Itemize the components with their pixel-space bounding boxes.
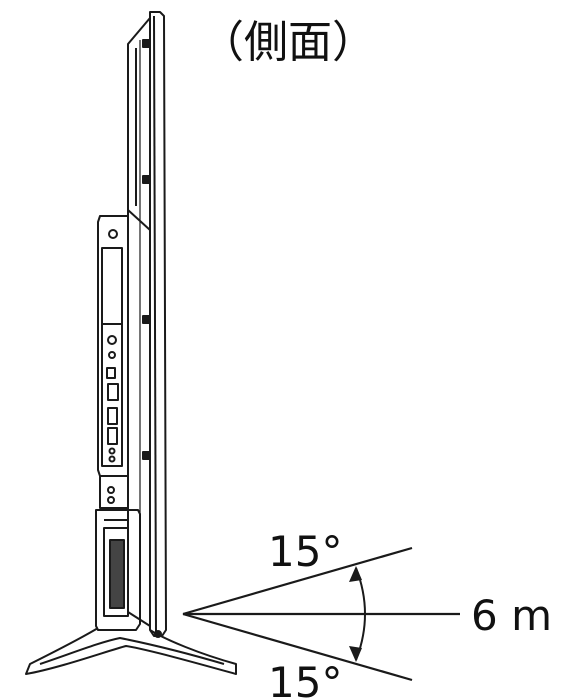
panel-outline <box>149 11 167 637</box>
hdmi-port <box>107 407 118 425</box>
stand-base <box>25 627 237 675</box>
terminal-block <box>97 215 128 477</box>
terminal-panel <box>101 247 123 467</box>
hdmi-port <box>107 427 118 445</box>
lower-angle-label: 15° <box>268 658 342 700</box>
lower-terminal-area <box>99 476 128 509</box>
viewing-angle-indicator <box>182 546 460 682</box>
panel-front-edge <box>153 15 157 633</box>
tv-side-profile <box>25 11 237 675</box>
stand-bracket <box>103 527 129 617</box>
stand-foot <box>154 630 162 638</box>
panel-screw <box>142 451 150 460</box>
terminal-jack <box>108 455 116 463</box>
stand-base-inner <box>39 637 225 665</box>
diagram-title: （側面） <box>200 17 376 68</box>
panel-screw <box>142 175 150 184</box>
upper-arc-arrowhead <box>349 566 362 582</box>
panel-screw <box>142 39 150 48</box>
lower-arc-arrowhead <box>349 646 362 662</box>
terminal-jack <box>107 496 115 504</box>
upper-angle-line <box>182 546 413 616</box>
terminal-jack <box>108 447 116 455</box>
back-casing <box>127 17 151 231</box>
stand-connector <box>109 539 125 609</box>
stand-neck <box>95 509 141 631</box>
usb-port <box>106 367 116 379</box>
terminal-port <box>107 383 119 401</box>
viewing-distance-label: 6 m <box>471 591 552 640</box>
terminal-jack <box>107 486 115 494</box>
terminal-jack <box>108 229 118 239</box>
terminal-jack <box>107 335 117 345</box>
lower-angle-line <box>182 612 413 682</box>
terminal-jack <box>108 351 116 359</box>
upper-angle-label: 15° <box>268 527 342 576</box>
panel-screw <box>142 315 150 324</box>
